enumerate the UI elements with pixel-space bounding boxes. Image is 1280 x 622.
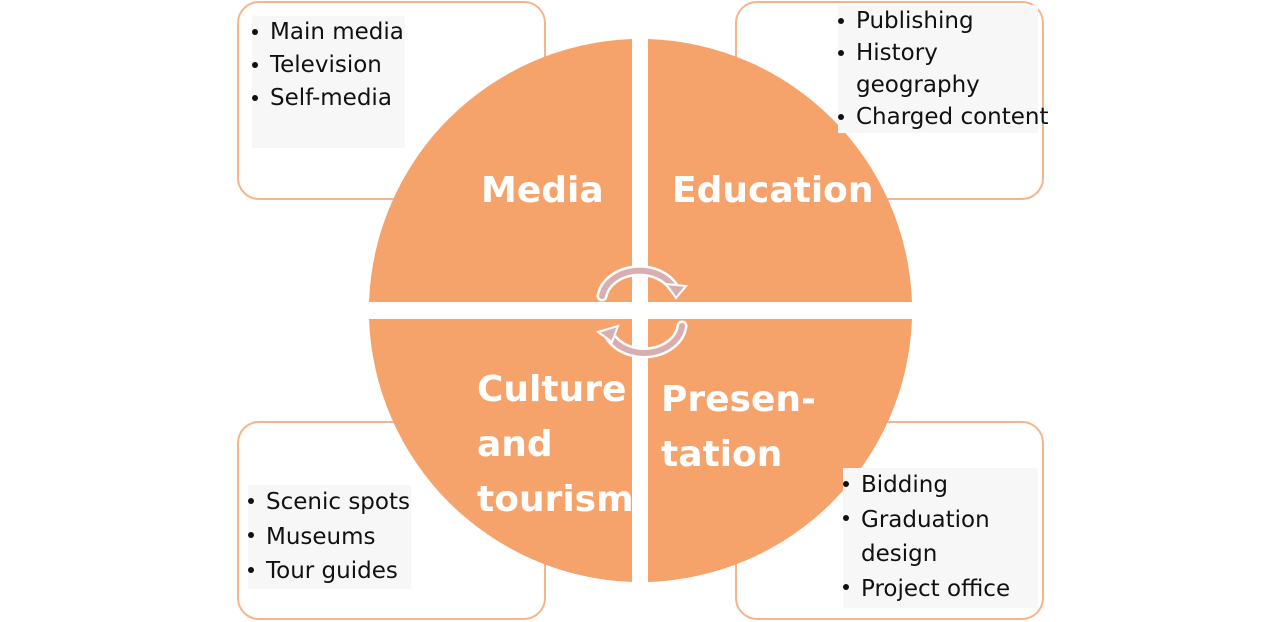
culture-segment — [369, 319, 632, 582]
list-item: Self-media — [252, 82, 405, 115]
list-item: Tour guides — [248, 554, 411, 589]
bullet-icon — [838, 49, 844, 56]
list-item: Scenic spots — [248, 485, 411, 520]
education-list: Publishing History geography Charged con… — [838, 5, 1049, 133]
bullet-icon — [843, 584, 849, 591]
list-item: Museums — [248, 520, 411, 555]
list-item: Graduation — [843, 503, 1038, 538]
list-item: Project office — [843, 572, 1038, 607]
cycle-arrows-icon — [595, 265, 688, 359]
media-label: Media — [481, 170, 604, 211]
list-item: geography — [856, 72, 980, 98]
bullet-icon — [838, 17, 844, 24]
list-item: Charged content — [838, 101, 1049, 133]
bullet-icon — [843, 515, 849, 522]
presentation-label: Presen- tation — [661, 379, 816, 475]
education-segment — [648, 39, 912, 302]
list-item: Television — [252, 49, 405, 82]
media-segment — [369, 39, 632, 302]
bullet-icon — [252, 28, 258, 35]
bullet-icon — [252, 94, 258, 101]
list-item: Main media — [252, 16, 405, 49]
list-item: Publishing — [838, 5, 1038, 37]
bullet-icon — [838, 113, 844, 120]
education-label: Education — [672, 170, 874, 211]
culture-list: Scenic spots Museums Tour guides — [248, 485, 411, 589]
presentation-list: Bidding Graduation design Project office — [843, 468, 1038, 608]
list-item: Bidding — [843, 468, 1038, 503]
list-item: design — [861, 541, 938, 567]
culture-label: Culture and tourism — [477, 369, 634, 520]
bullet-icon — [252, 61, 258, 68]
list-item: History — [838, 37, 1038, 69]
bullet-icon — [248, 532, 254, 539]
media-list: Main media Television Self-media — [252, 16, 405, 148]
presentation-segment — [648, 319, 912, 582]
bullet-icon — [248, 497, 254, 504]
bullet-icon — [843, 480, 849, 487]
bullet-icon — [248, 566, 254, 573]
